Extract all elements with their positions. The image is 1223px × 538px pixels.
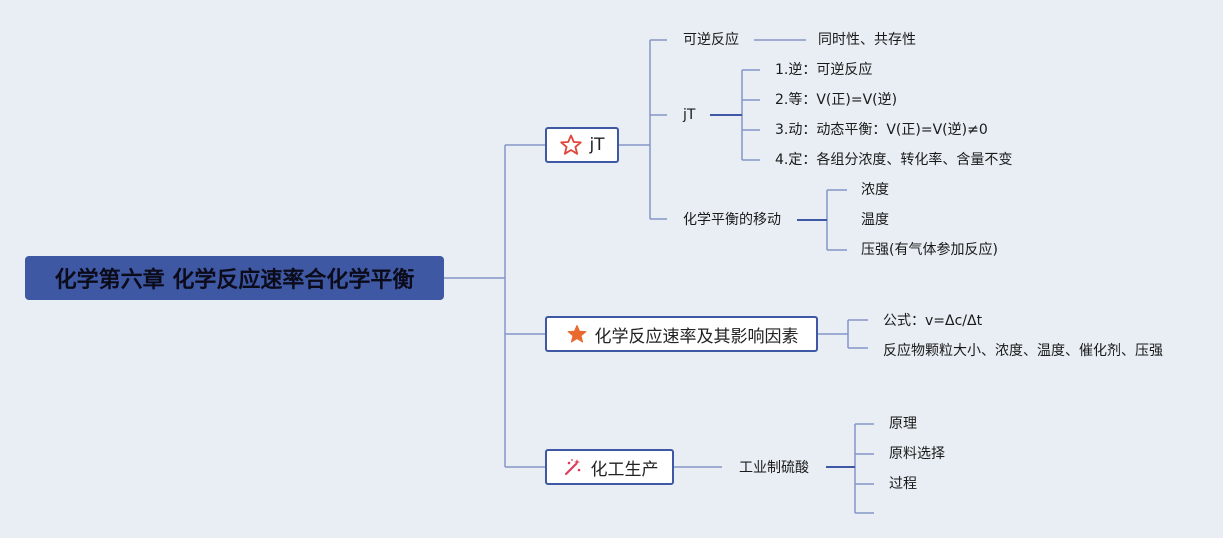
branch-chemical-production[interactable]: 化工生产 bbox=[545, 449, 674, 485]
node-jt-item-3[interactable]: 3.动：动态平衡：V(正)=V(逆)≠0 bbox=[775, 122, 988, 138]
star-filled-icon bbox=[565, 322, 589, 346]
node-acid-item-2[interactable]: 原料选择 bbox=[889, 446, 945, 462]
node-jt-item-2[interactable]: 2.等：V(正)=V(逆) bbox=[775, 92, 898, 108]
node-shift-item-3[interactable]: 压强(有气体参加反应) bbox=[861, 242, 998, 258]
root-topic[interactable]: 化学第六章 化学反应速率合化学平衡 bbox=[25, 256, 444, 300]
node-acid-item-3[interactable]: 过程 bbox=[889, 476, 917, 492]
node-shift-item-1[interactable]: 浓度 bbox=[861, 182, 889, 198]
branch-reaction-rate[interactable]: 化学反应速率及其影响因素 bbox=[545, 316, 818, 352]
node-reversible[interactable]: 可逆反应 bbox=[683, 32, 739, 48]
branch-chemical-production-label: 化工生产 bbox=[590, 459, 659, 480]
node-jt-item-1[interactable]: 1.逆：可逆反应 bbox=[775, 62, 873, 78]
node-equilibrium-shift[interactable]: 化学平衡的移动 bbox=[683, 212, 781, 228]
sparkle-icon bbox=[561, 455, 585, 479]
node-shift-item-2[interactable]: 温度 bbox=[861, 212, 889, 228]
branch-jt[interactable]: jT bbox=[545, 127, 619, 163]
node-reversible-child[interactable]: 同时性、共存性 bbox=[818, 32, 916, 48]
node-acid-item-1[interactable]: 原理 bbox=[889, 416, 917, 432]
node-jt[interactable]: jT bbox=[683, 107, 696, 123]
star-outline-icon bbox=[559, 133, 583, 157]
node-rate-formula[interactable]: 公式：v=Δc/Δt bbox=[883, 313, 983, 329]
branch-reaction-rate-label: 化学反应速率及其影响因素 bbox=[594, 326, 799, 347]
node-sulfuric-acid[interactable]: 工业制硫酸 bbox=[739, 460, 809, 476]
node-jt-item-4[interactable]: 4.定：各组分浓度、转化率、含量不变 bbox=[775, 152, 1013, 168]
node-rate-factors[interactable]: 反应物颗粒大小、浓度、温度、催化剂、压强 bbox=[883, 343, 1163, 359]
branch-jt-label: jT bbox=[589, 135, 605, 155]
root-topic-label: 化学第六章 化学反应速率合化学平衡 bbox=[54, 268, 415, 293]
